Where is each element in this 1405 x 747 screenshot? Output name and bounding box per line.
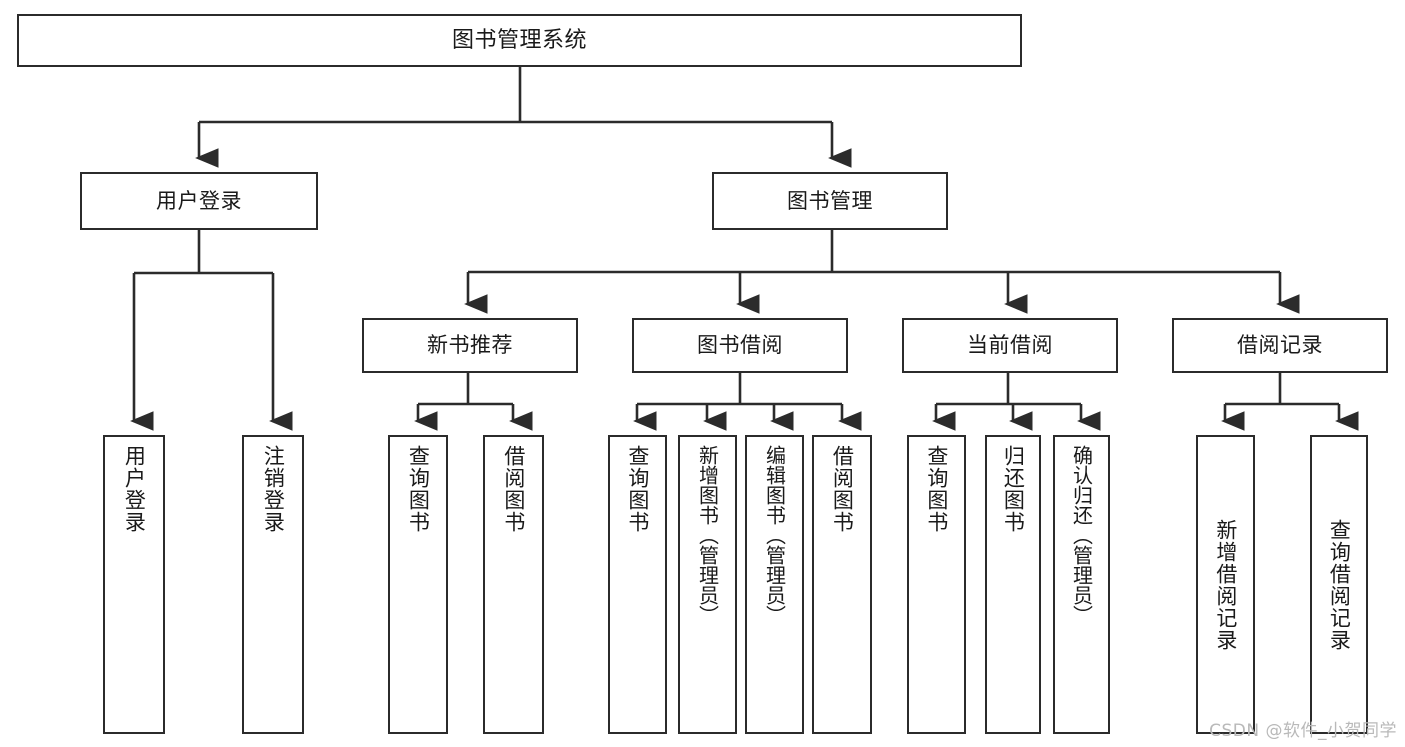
node-user-login-label: 用户登录 <box>156 188 242 213</box>
node-new-book-recommend-label: 新书推荐 <box>427 333 513 357</box>
leaf-edit-book-admin-label: 编辑图书（管理员） <box>762 445 787 625</box>
leaf-borrow-book[interactable]: 借阅图书 <box>812 435 872 734</box>
leaf-query-book-newbook-label: 查询图书 <box>406 445 431 533</box>
node-current-borrow[interactable]: 当前借阅 <box>902 318 1118 373</box>
node-book-management[interactable]: 图书管理 <box>712 172 948 230</box>
leaf-confirm-return-admin-label: 确认归还（管理员） <box>1069 445 1094 625</box>
leaf-user-login[interactable]: 用户登录 <box>103 435 165 734</box>
node-new-book-recommend[interactable]: 新书推荐 <box>362 318 578 373</box>
node-book-borrow-label: 图书借阅 <box>697 333 783 357</box>
node-root-label: 图书管理系统 <box>451 27 587 53</box>
leaf-borrow-book-newbook-label: 借阅图书 <box>501 445 526 533</box>
leaf-add-book-admin-label: 新增图书（管理员） <box>695 445 720 625</box>
node-root[interactable]: 图书管理系统 <box>17 14 1022 67</box>
node-current-borrow-label: 当前借阅 <box>967 333 1053 357</box>
leaf-return-book[interactable]: 归还图书 <box>985 435 1041 734</box>
node-book-management-label: 图书管理 <box>787 188 873 213</box>
leaf-add-borrow-record[interactable]: 新增借阅记录 <box>1196 435 1255 734</box>
leaf-query-book-borrow[interactable]: 查询图书 <box>608 435 667 734</box>
leaf-confirm-return-admin[interactable]: 确认归还（管理员） <box>1053 435 1110 734</box>
node-book-borrow[interactable]: 图书借阅 <box>632 318 848 373</box>
leaf-return-book-label: 归还图书 <box>1001 445 1026 533</box>
leaf-add-borrow-record-label: 新增借阅记录 <box>1213 518 1238 651</box>
leaf-query-borrow-record-label: 查询借阅记录 <box>1327 518 1352 651</box>
leaf-logout-label: 注销登录 <box>261 445 286 533</box>
leaf-query-book-current[interactable]: 查询图书 <box>907 435 966 734</box>
leaf-borrow-book-label: 借阅图书 <box>830 445 855 533</box>
leaf-logout[interactable]: 注销登录 <box>242 435 304 734</box>
leaf-user-login-label: 用户登录 <box>122 445 147 533</box>
leaf-borrow-book-newbook[interactable]: 借阅图书 <box>483 435 544 734</box>
leaf-edit-book-admin[interactable]: 编辑图书（管理员） <box>745 435 804 734</box>
node-borrow-record[interactable]: 借阅记录 <box>1172 318 1388 373</box>
leaf-query-book-borrow-label: 查询图书 <box>625 445 650 533</box>
node-user-login[interactable]: 用户登录 <box>80 172 318 230</box>
leaf-add-book-admin[interactable]: 新增图书（管理员） <box>678 435 737 734</box>
leaf-query-borrow-record[interactable]: 查询借阅记录 <box>1310 435 1368 734</box>
leaf-query-book-current-label: 查询图书 <box>924 445 949 533</box>
csdn-watermark: CSDN @软件_小贺同学 <box>1209 721 1397 741</box>
node-borrow-record-label: 借阅记录 <box>1237 333 1323 357</box>
leaf-query-book-newbook[interactable]: 查询图书 <box>388 435 448 734</box>
